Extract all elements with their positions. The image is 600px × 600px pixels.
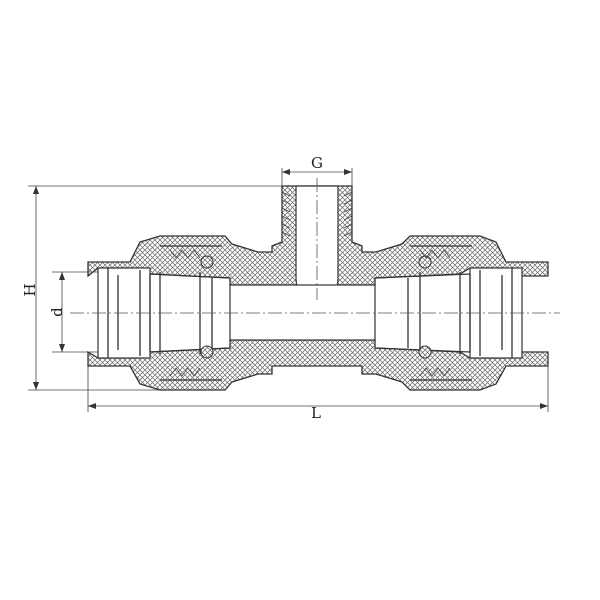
dimension-d-label: d [48,307,66,317]
dimension-h-label: H [21,283,39,296]
dimension-g-label: G [311,154,323,172]
dimension-l-label: L [311,404,321,422]
dimension-d: d [48,271,98,353]
dimension-l: L [87,366,549,422]
branch-thread [281,191,353,237]
dimension-h: H [21,185,282,391]
dimension-g: G [281,154,353,186]
run-bore [229,284,376,341]
